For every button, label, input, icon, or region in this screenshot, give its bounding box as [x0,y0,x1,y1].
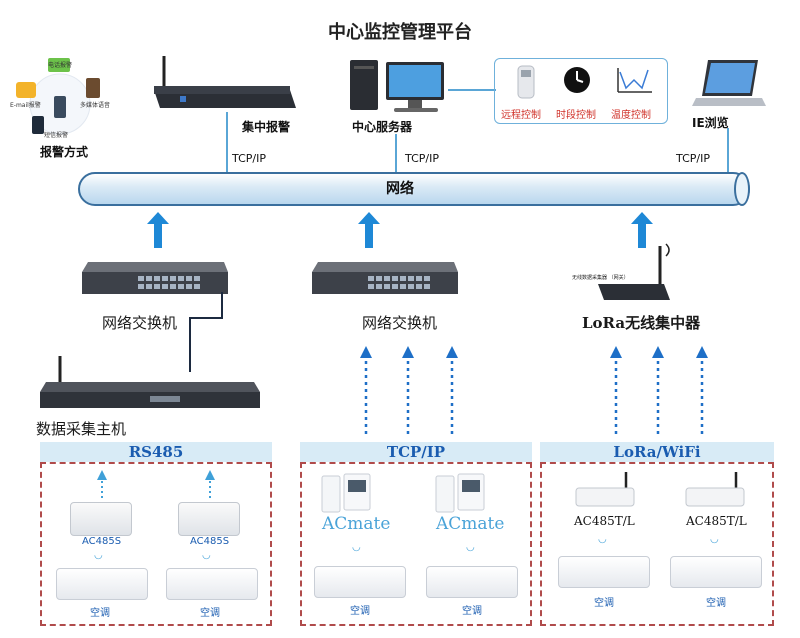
wireless-signal-icon: ◡ [94,550,103,561]
arrow-up-icon [358,212,380,248]
data-collector-host-icon [40,356,260,408]
central-server-icon [350,60,444,112]
lora-concentrator-icon [598,243,670,300]
network-switch-left-icon [82,262,228,294]
wireless-signal-icon: ◡ [598,534,607,545]
device-label: ACmate [436,514,505,534]
ac-label: 空调 [90,608,110,619]
switch-center-label: 网络交换机 [362,314,438,332]
ie-link-line [727,128,729,174]
ac485tl-device-icon-1 [575,472,635,507]
device-label: AC485T/L [686,514,747,528]
central-alarm-link-line [226,112,228,174]
control-functions-panel [494,58,668,124]
collector-label: 数据采集主机 [36,420,127,438]
acmate-panel-icon-1 [321,473,371,513]
alarm-devices-icon [16,58,100,135]
group-lora-header: LoRa/WiFi [540,442,774,462]
laptop-icon [692,60,766,106]
remote-control-icon [517,65,535,99]
control-temperature-label: 温度控制 [611,110,651,121]
clock-icon [564,67,590,93]
wireless-signal-icon: ◡ [710,534,719,545]
dotted-arrows-right [610,346,708,434]
ie-browse-label: IE浏览 [692,116,729,130]
network-pipe [78,172,750,206]
air-conditioner-unit [426,566,518,598]
device-label: AC485T/L [574,514,635,528]
lora-concentrator-label: LoRa无线集中器 [582,314,701,332]
network-switch-center-icon [312,262,458,294]
control-schedule-label: 时段控制 [556,110,596,121]
air-conditioner-unit [670,556,762,588]
device-label: AC485S [82,536,122,547]
group-tcpip [300,462,532,626]
central-alarm-label: 集中报警 [242,120,291,134]
server-to-controls-line [448,89,496,91]
central-server-link-line [395,134,397,174]
switch-left-label: 网络交换机 [102,314,178,332]
wireless-signal-icon: ◡ [202,550,211,561]
page-title: 中心监控管理平台 [328,22,472,43]
device-label: AC485S [190,536,230,547]
central-server-protocol: TCP/IP [405,152,439,165]
ie-protocol: TCP/IP [676,152,710,165]
air-conditioner-unit [56,568,148,600]
arrow-up-icon [147,212,169,248]
acmate-panel-icon-2 [435,473,485,513]
group-lora [540,462,774,626]
dotted-arrow-icon [205,470,215,498]
ac-label: 空调 [350,606,370,617]
air-conditioner-unit [166,568,258,600]
collector-switch-cable [189,292,223,372]
group-rs485 [40,462,272,626]
wireless-signal-icon: ◡ [466,542,475,553]
group-tcpip-header: TCP/IP [300,442,532,462]
ac-label: 空调 [594,598,614,609]
ac485tl-device-icon-2 [685,472,745,507]
alarm-item-email: E-mail报警 [10,102,41,109]
control-remote-label: 远程控制 [501,110,541,121]
dotted-arrows-center [360,346,458,434]
alarm-methods-cluster [8,52,118,152]
alarm-item-phone: 电话报警 [48,62,73,69]
ac485s-device-2 [178,502,240,536]
air-conditioner-unit [314,566,406,598]
dotted-arrow-icon [97,470,107,498]
group-rs485-header: RS485 [40,442,272,462]
alarm-item-multimedia: 多媒体语音 [80,102,111,109]
network-label: 网络 [386,181,414,197]
central-server-label: 中心服务器 [352,120,413,134]
wireless-signal-icon: ◡ [352,542,361,553]
ac-label: 空调 [462,606,482,617]
central-alarm-device-icon [154,56,296,108]
temperature-curve-icon [617,68,652,93]
ac485s-device-1 [70,502,132,536]
air-conditioner-unit [558,556,650,588]
alarm-item-sms: 短信报警 [44,132,69,139]
lora-concentrator-device-text: 无线数据采集器 （网关） [572,275,629,281]
device-label: ACmate [322,514,391,534]
arrow-up-icon [631,212,653,248]
alarm-methods-label: 报警方式 [40,145,89,159]
central-alarm-protocol: TCP/IP [232,152,266,165]
ac-label: 空调 [200,608,220,619]
ac-label: 空调 [706,598,726,609]
